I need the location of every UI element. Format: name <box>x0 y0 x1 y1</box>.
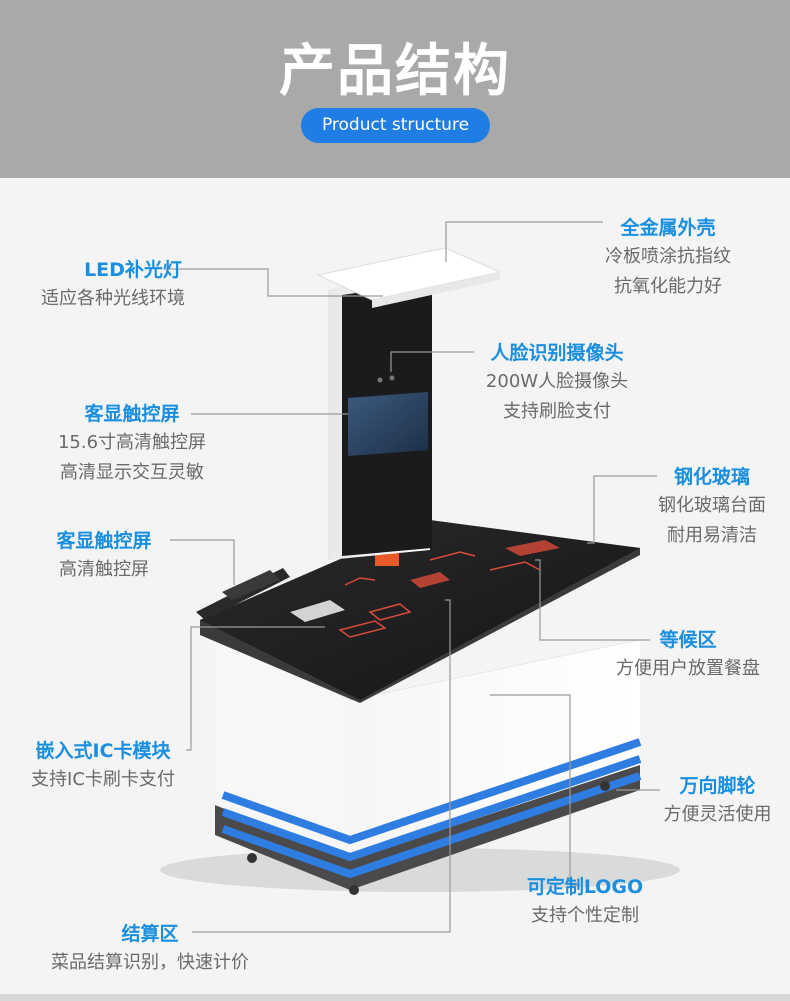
subtitle-pill: Product structure <box>301 108 490 143</box>
label-tempered-glass: 钢化玻璃 钢化玻璃台面 耐用易清洁 <box>634 463 790 551</box>
label-customer-screen-line1: 15.6寸高清触控屏 <box>57 432 207 453</box>
label-led-light: LED补光灯 适应各种光线环境 <box>18 256 208 314</box>
red-slot <box>375 552 399 566</box>
bottom-divider <box>0 994 790 1001</box>
header-banner: 产品结构 Product structure <box>0 0 790 178</box>
label-ic-module: 嵌入式IC卡模块 支持IC卡刷卡支付 <box>10 737 196 795</box>
label-waiting-area-line1: 方便用户放置餐盘 <box>616 658 760 679</box>
label-waiting-area-title: 等候区 <box>659 629 717 651</box>
camera-dot-1 <box>377 377 383 383</box>
caster-3 <box>600 781 610 791</box>
glass-mark-8 <box>489 561 541 571</box>
label-tempered-glass-line2: 耐用易清洁 <box>667 525 757 546</box>
glass-mark-6 <box>344 577 376 586</box>
label-caster: 万向脚轮 方便灵活使用 <box>645 772 790 830</box>
label-ic-module-title: 嵌入式IC卡模块 <box>35 740 171 762</box>
stripe-2 <box>221 755 642 862</box>
glass-mark-3 <box>338 620 387 638</box>
label-caster-line1: 方便灵活使用 <box>663 804 772 825</box>
label-ic-module-line1: 支持IC卡刷卡支付 <box>31 769 175 790</box>
label-metal-shell-line2: 抗氧化能力好 <box>614 276 722 297</box>
label-customer-screen-line2: 高清显示交互灵敏 <box>60 462 204 483</box>
label-tempered-glass-line1: 钢化玻璃台面 <box>658 495 766 516</box>
label-tempered-glass-title: 钢化玻璃 <box>673 466 750 488</box>
label-custom-logo: 可定制LOGO 支持个性定制 <box>505 873 665 931</box>
label-customer-screen-small-line1: 高清触控屏 <box>59 559 149 580</box>
page-title: 产品结构 <box>279 39 511 104</box>
label-face-camera-line1: 200W人脸摄像头 <box>485 371 629 392</box>
small-screen-face <box>222 570 280 600</box>
label-face-camera-line2: 支持刷脸支付 <box>503 401 611 422</box>
label-led-light-line1: 适应各种光线环境 <box>41 288 185 309</box>
label-metal-shell-line1: 冷板喷涂抗指纹 <box>605 246 731 267</box>
caster-2 <box>349 885 359 895</box>
label-checkout-area-line1: 菜品结算识别，快速计价 <box>51 952 249 973</box>
label-customer-screen-small: 客显触控屏 高清触控屏 <box>38 527 170 585</box>
camera-dot-2 <box>389 375 395 381</box>
label-led-light-title: LED补光灯 <box>84 259 182 281</box>
label-custom-logo-line1: 支持个性定制 <box>531 905 639 926</box>
glass-mark-7 <box>429 551 476 561</box>
glass-mark-1 <box>290 600 345 622</box>
glass-mark-5 <box>505 540 560 556</box>
glass-mark-4 <box>410 572 450 588</box>
label-customer-screen-small-title: 客显触控屏 <box>56 530 152 552</box>
callout-lines <box>167 221 660 933</box>
stripe-3 <box>221 772 642 879</box>
stripe-1 <box>221 738 642 845</box>
label-customer-screen: 客显触控屏 15.6寸高清触控屏 高清显示交互灵敏 <box>28 400 236 488</box>
label-checkout-area-title: 结算区 <box>121 923 179 945</box>
label-face-camera-title: 人脸识别摄像头 <box>490 342 624 364</box>
label-checkout-area: 结算区 菜品结算识别，快速计价 <box>22 920 278 978</box>
glass-mark-2 <box>368 603 412 621</box>
tower-display <box>348 392 428 456</box>
label-waiting-area: 等候区 方便用户放置餐盘 <box>592 626 784 684</box>
label-customer-screen-title: 客显触控屏 <box>84 403 180 425</box>
label-caster-title: 万向脚轮 <box>679 775 756 797</box>
caster-1 <box>247 853 257 863</box>
label-metal-shell: 全金属外壳 冷板喷涂抗指纹 抗氧化能力好 <box>588 214 748 302</box>
label-metal-shell-title: 全金属外壳 <box>620 217 716 239</box>
tower-cap-edge <box>372 272 500 308</box>
label-face-camera: 人脸识别摄像头 200W人脸摄像头 支持刷脸支付 <box>462 339 652 427</box>
label-custom-logo-title: 可定制LOGO <box>526 876 644 898</box>
